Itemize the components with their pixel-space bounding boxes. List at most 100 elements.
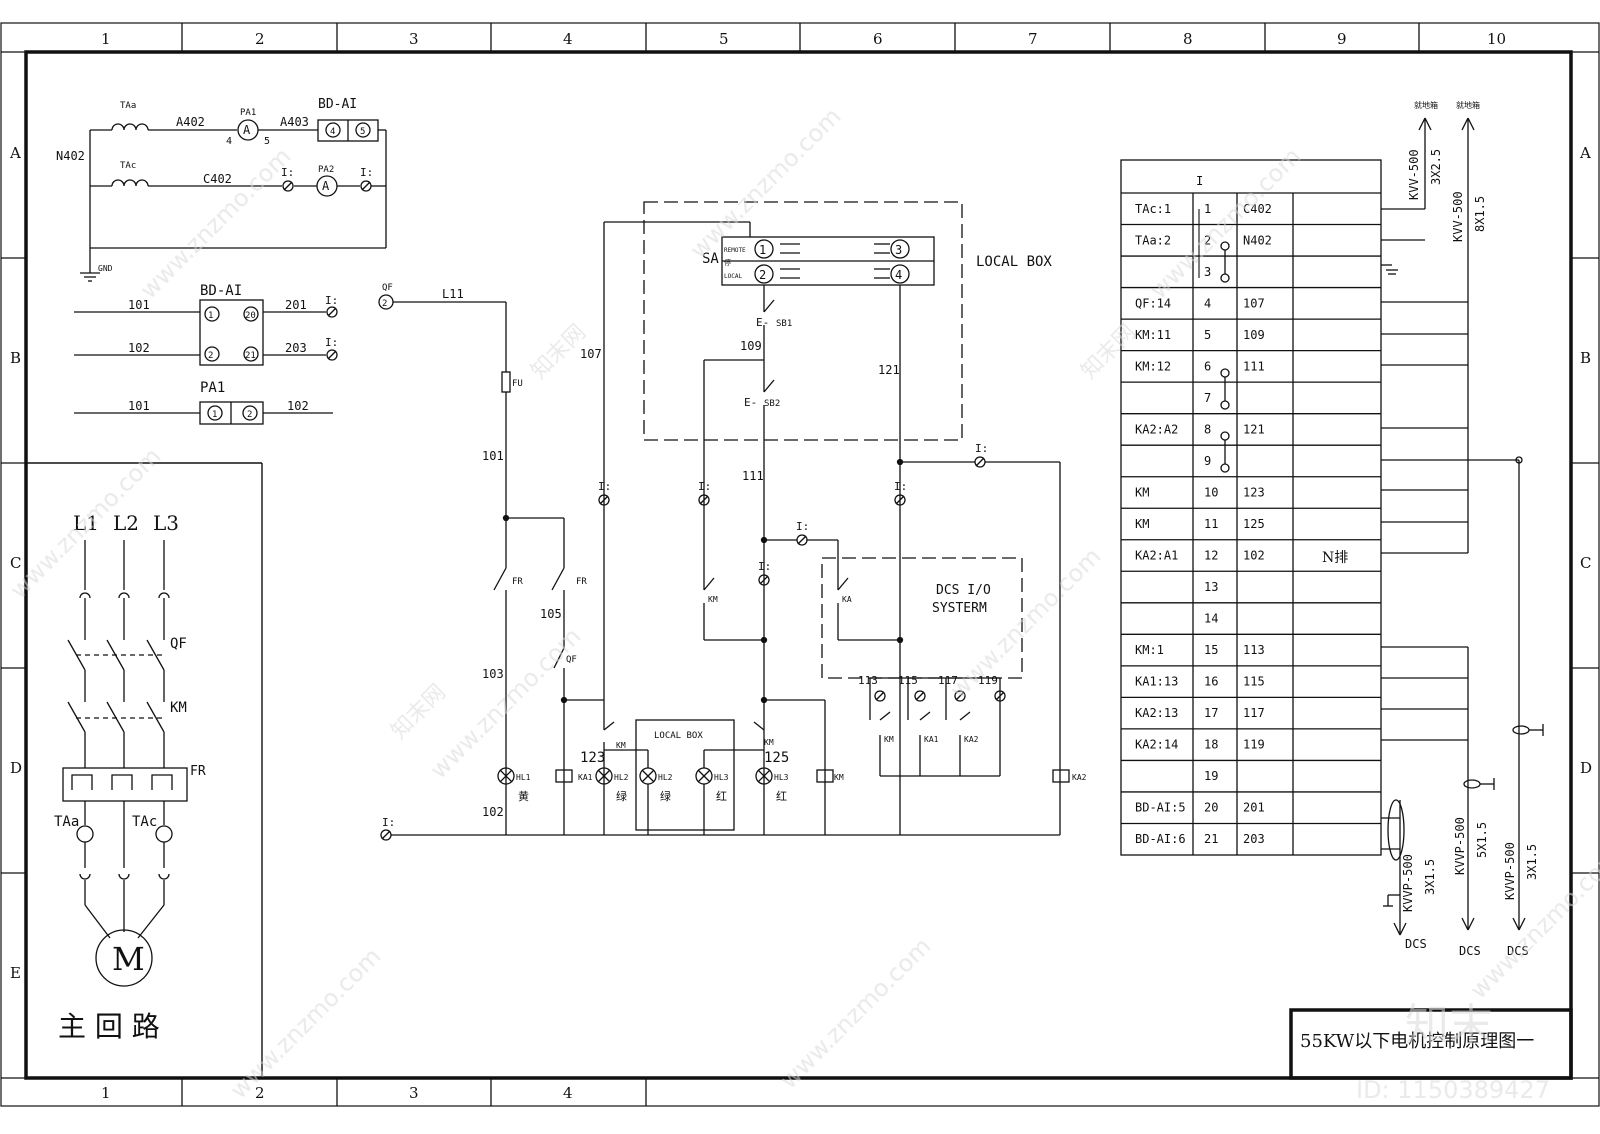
row-label-d-right: D (1580, 759, 1592, 777)
terminal-row-label: KA2:14 (1135, 738, 1178, 752)
wire-123: 123 (580, 750, 605, 766)
row-label-c-left: C (10, 554, 21, 572)
main-fr-label: FR (190, 764, 206, 779)
bdai-terminal-4: 4 (330, 127, 335, 137)
row-label-b-right: B (1580, 349, 1591, 367)
shield-symbol-3 (1512, 725, 1530, 735)
bdai-terminal-block (199, 299, 264, 366)
arrow-up-2 (1461, 117, 1475, 131)
ct-taa-symbol (76, 825, 94, 843)
col-label-9: 9 (1337, 30, 1347, 48)
ka2-feedback-contact (959, 711, 971, 721)
terminal-row-number: 13 (1204, 580, 1218, 594)
wire-107: 107 (580, 347, 602, 361)
terminal-row-label: KM (1135, 485, 1149, 499)
i-mark-121: I: (894, 480, 907, 493)
local-box-small (635, 719, 735, 831)
cable-3-type: KVVP-500 (1401, 854, 1415, 912)
start-button-sb2 (763, 379, 775, 393)
terminal-row-number: 21 (1204, 832, 1218, 846)
terminal-row-number: 14 (1204, 612, 1218, 626)
coil-km-label: KM (834, 773, 844, 782)
lamp-hl1 (497, 767, 515, 785)
cable-4-size: 5X1.5 (1475, 822, 1489, 858)
terminal-outgoing-wires (1381, 117, 1544, 936)
wire-l11: L11 (442, 287, 464, 301)
terminal-row-number: 5 (1204, 328, 1211, 342)
wire-113: 113 (858, 674, 878, 687)
cable-dest-dcs-3: DCS (1507, 944, 1529, 958)
terminal-row-wire: 102 (1243, 549, 1265, 563)
terminal-row-number: 7 (1204, 391, 1211, 405)
sa-contact-3: 3 (895, 243, 902, 257)
pa1-title: PA1 (200, 380, 225, 396)
terminal-mark-i-1: I: (281, 166, 294, 179)
cable-2-size: 8X1.5 (1473, 196, 1487, 232)
km-label-holding: KM (708, 595, 718, 604)
ammeter-pa2-letter: A (322, 179, 330, 193)
cable-2-type: KVV-500 (1451, 191, 1465, 242)
bdai-term-20: 20 (245, 311, 256, 321)
sb1-label: SB1 (776, 319, 792, 329)
hl2-label-a: HL2 (614, 773, 629, 782)
terminal-table (1120, 117, 1544, 936)
wire-102: 102 (482, 805, 504, 819)
terminal-row-label: BD-AI:5 (1135, 801, 1186, 815)
qf-aux-contact (553, 647, 565, 669)
col-label-5: 5 (719, 30, 729, 48)
dcs-box-line1: DCS I/O (936, 583, 991, 598)
coil-ka1-label: KA1 (578, 773, 593, 782)
phase-conductors (62, 540, 188, 987)
main-circuit-labels: L1 L2 L3 QF KM FR TAa TAc M 主 回 路 (54, 511, 206, 1043)
main-circuit (26, 462, 263, 1078)
lamp-hl3-b (755, 767, 773, 785)
column-grid-bottom (181, 1078, 647, 1106)
terminal-row-label: KA2:A1 (1135, 549, 1178, 563)
terminal-row-wire: 107 (1243, 296, 1265, 310)
watermark-brand-3: 知末网 (1077, 320, 1141, 384)
watermark-url-8: www.znzmo.com (774, 932, 936, 1094)
fr-contact-left (493, 567, 507, 591)
label-a403: A403 (280, 115, 309, 129)
terminal-row-wire: 109 (1243, 328, 1265, 342)
ct-tac-coil (111, 179, 149, 187)
cable-3-size: 3X1.5 (1423, 859, 1437, 895)
bottom-col-label-1: 1 (101, 1084, 111, 1102)
terminal-row-wire: 125 (1243, 517, 1265, 531)
km-nc-contact-123 (603, 721, 615, 731)
terminal-row-wire: 111 (1243, 359, 1265, 373)
coil-ka2 (1052, 769, 1070, 783)
phase-l2: L2 (113, 511, 139, 535)
watermark-url-3: www.znzmo.com (1144, 142, 1306, 304)
terminal-row-wire: C402 (1243, 202, 1272, 216)
terminal-row-label: BD-AI:6 (1135, 832, 1186, 846)
label-tac: TAc (120, 161, 136, 171)
main-qf-label: QF (170, 636, 187, 652)
label-pa1: PA1 (240, 108, 256, 118)
sa-contact-2: 2 (759, 268, 766, 282)
hl2-label-b: HL2 (658, 773, 673, 782)
label-bdai-top: BD-AI (318, 97, 357, 112)
terminal-row-lines (1121, 223, 1381, 825)
ammeter-pa1-letter: A (243, 123, 251, 137)
label-terminal-4: 4 (226, 136, 232, 147)
label-a402: A402 (176, 115, 205, 129)
terminal-row-label: TAc:1 (1135, 202, 1171, 216)
watermark-brand-2: 知末网 (387, 680, 451, 744)
terminal-row-label: KA1:13 (1135, 675, 1178, 689)
km-no-contact-125 (753, 721, 765, 731)
dcs-ka1-contact-label: KA1 (924, 735, 939, 744)
km-aux-contact-holding (703, 577, 715, 591)
wire-117: 117 (938, 674, 958, 687)
km-feedback-contact (879, 711, 891, 721)
col-label-2: 2 (255, 30, 265, 48)
col-label-10: 10 (1487, 30, 1506, 48)
sa-position-remote: REMOTE (724, 247, 746, 254)
cable-dest-dcs-2: DCS (1459, 944, 1481, 958)
hl3-label-a: HL3 (714, 773, 729, 782)
terminal-row-number: 20 (1204, 801, 1218, 815)
main-circuit-title: 主 回 路 (58, 1010, 160, 1043)
terminal-row-number: 10 (1204, 485, 1218, 499)
arrow-up-1 (1418, 117, 1432, 131)
terminal-row-label: KM:11 (1135, 328, 1171, 342)
